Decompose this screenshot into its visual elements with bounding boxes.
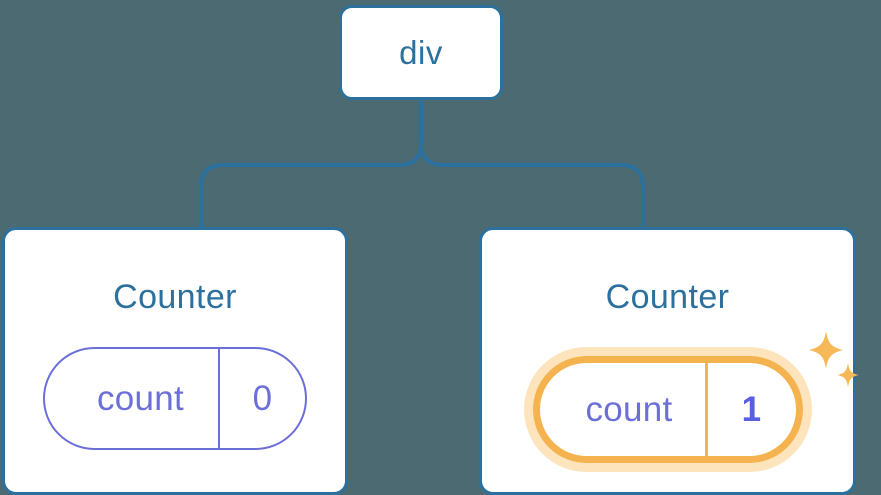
node-label-div: div [399, 34, 443, 71]
state-key-label-right: count [585, 389, 673, 429]
tree-node-counter-left[interactable]: Counter count 0 [2, 227, 348, 495]
state-key-label-left: count [96, 378, 185, 418]
state-value-label-right: 1 [704, 363, 796, 456]
pill-body: count 1 [540, 363, 796, 456]
tree-node-counter-right[interactable]: Counter count 1 [479, 227, 859, 495]
connector-branch-right [419, 141, 645, 229]
sparkle-large-icon [808, 331, 843, 369]
state-pill-wrapper-left: count 0 [43, 347, 307, 450]
node-label-counter-right: Counter [605, 278, 730, 316]
pill-glow-outer [523, 347, 812, 472]
sparkle-small-icon [836, 363, 859, 387]
tree-node-div[interactable]: div [339, 5, 503, 100]
state-pill-wrapper-right: count 1 [523, 331, 859, 472]
sparkle-icons [808, 331, 859, 387]
state-value-label-left: 0 [218, 349, 305, 448]
connector-stem [199, 98, 423, 229]
pill-glow-inner [532, 356, 803, 463]
state-pill-count-right[interactable]: count 1 [523, 347, 812, 472]
state-pill-count-left[interactable]: count 0 [43, 347, 307, 450]
node-label-counter-left: Counter [113, 278, 237, 316]
